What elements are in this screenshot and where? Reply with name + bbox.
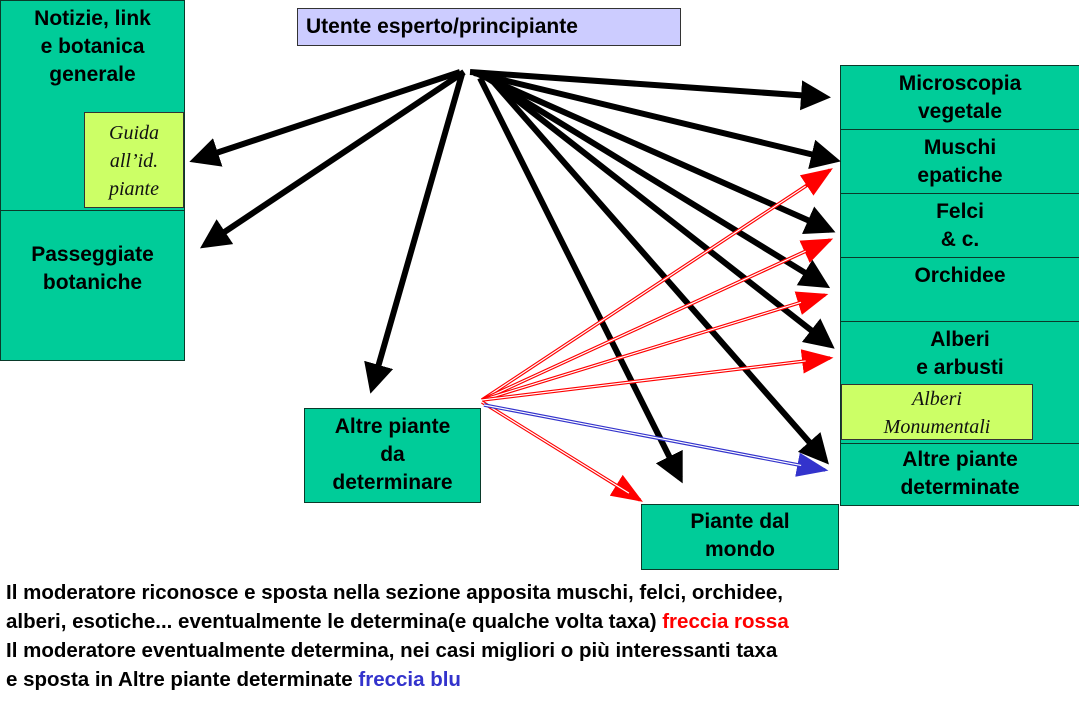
black-arrow xyxy=(480,72,831,289)
label: determinare xyxy=(332,471,453,494)
box-monumentali[interactable]: Alberi Monumentali xyxy=(841,384,1033,440)
label: all’id. xyxy=(109,150,159,172)
label: Altre piante xyxy=(902,448,1018,471)
box-orchidee[interactable]: Orchidee xyxy=(840,257,1079,322)
label: epatiche xyxy=(917,164,1003,187)
red-arrow xyxy=(481,168,833,402)
black-arrow xyxy=(364,73,465,394)
red-arrow xyxy=(481,349,834,402)
label: Alberi xyxy=(912,388,962,410)
label: mondo xyxy=(705,538,775,561)
caption-line: alberi, esotiche... eventualmente le det… xyxy=(6,610,663,633)
label: Piante dal xyxy=(690,510,790,533)
black-arrow xyxy=(477,76,683,484)
label: generale xyxy=(49,63,136,86)
black-arrow xyxy=(476,71,836,234)
label: Monumentali xyxy=(883,416,991,438)
box-determinate[interactable]: Altre piante determinate xyxy=(840,443,1079,506)
label: Microscopia xyxy=(898,72,1022,95)
user-title-box: Utente esperto/principiante xyxy=(297,8,681,46)
label: Alberi xyxy=(930,328,990,351)
label: Passeggiate xyxy=(31,243,154,266)
label: Muschi xyxy=(923,136,997,159)
blue-arrow xyxy=(483,403,829,477)
black-arrow xyxy=(189,69,461,167)
red-arrow xyxy=(481,238,834,402)
black-arrow xyxy=(487,76,829,465)
box-passeggiate[interactable]: Passeggiate botaniche xyxy=(0,210,185,361)
caption: Il moderatore riconosce e sposta nella s… xyxy=(6,578,789,694)
box-mondo[interactable]: Piante dal mondo xyxy=(641,504,839,570)
label: & c. xyxy=(940,228,980,251)
red-arrow xyxy=(481,291,829,402)
label: da xyxy=(380,443,405,466)
red-arrow xyxy=(481,400,643,502)
black-arrow xyxy=(484,73,835,349)
black-arrow xyxy=(469,69,831,111)
box-da-determinare[interactable]: Altre piante da determinare xyxy=(304,408,481,503)
box-guida[interactable]: Guida all’id. piante xyxy=(84,112,184,208)
label: determinate xyxy=(900,476,1020,499)
caption-blue-arrow-label: freccia blu xyxy=(358,668,461,691)
black-arrow xyxy=(473,70,841,169)
label: Notizie, link xyxy=(34,7,151,30)
label: Felci xyxy=(936,200,984,223)
label: Orchidee xyxy=(914,264,1006,287)
box-microscopia[interactable]: Microscopia vegetale xyxy=(840,65,1079,130)
label: Altre piante xyxy=(334,415,451,438)
caption-red-arrow-label: freccia rossa xyxy=(662,610,789,633)
caption-line: e sposta in Altre piante determinate xyxy=(6,668,359,691)
label: Guida xyxy=(109,122,159,144)
label: botaniche xyxy=(42,271,143,294)
caption-line: Il moderatore riconosce e sposta nella s… xyxy=(6,581,783,604)
label: piante xyxy=(109,178,159,200)
caption-line: Il moderatore eventualmente determina, n… xyxy=(6,639,778,662)
label: vegetale xyxy=(917,100,1003,123)
label: e arbusti xyxy=(916,356,1004,379)
label: e botanica xyxy=(40,35,145,58)
box-muschi[interactable]: Muschi epatiche xyxy=(840,129,1079,194)
black-arrow xyxy=(200,69,466,249)
